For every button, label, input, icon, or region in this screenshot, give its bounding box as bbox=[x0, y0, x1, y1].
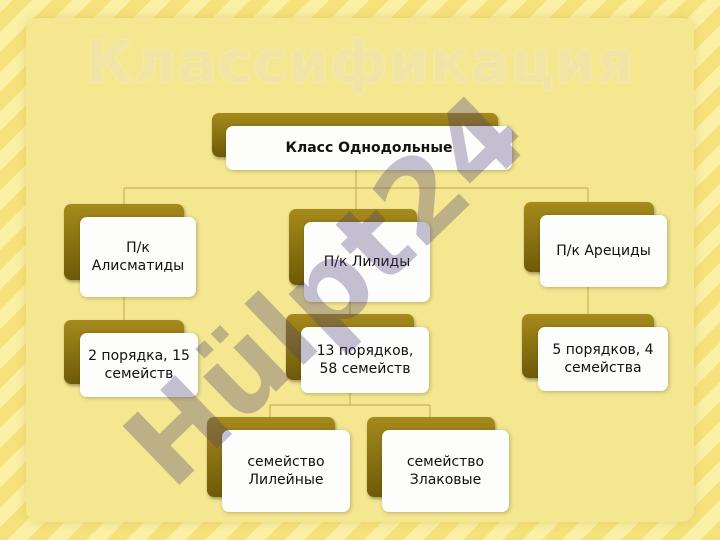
slide-title: Классификация bbox=[85, 28, 635, 96]
alismatids-node: П/к Алисматиды bbox=[80, 217, 196, 297]
root-node: Класс Однодольные bbox=[226, 126, 512, 170]
lilids-node: П/к Лилиды bbox=[304, 222, 430, 302]
arecids-node: П/к Арециды bbox=[540, 215, 667, 287]
alismatids-orders-node: 2 порядка, 15 семейств bbox=[80, 333, 198, 397]
poaceae-node: семейство Злаковые bbox=[382, 430, 509, 512]
liliaceae-node: семейство Лилейные bbox=[222, 430, 350, 512]
lilids-orders-node: 13 порядков, 58 семейств bbox=[301, 327, 429, 393]
arecids-orders-node: 5 порядков, 4 семейства bbox=[538, 327, 668, 391]
